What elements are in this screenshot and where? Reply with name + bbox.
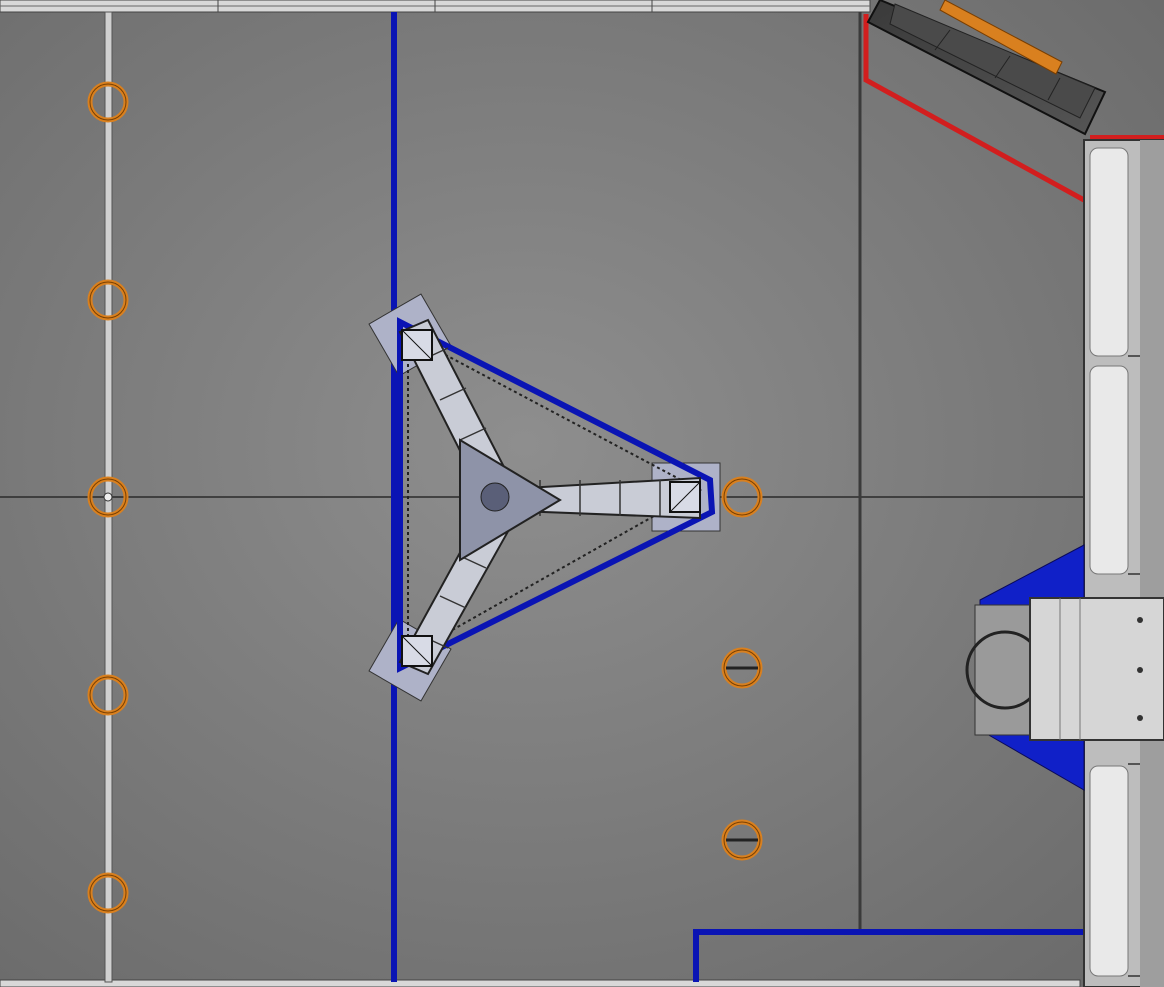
triangular-truss [368, 293, 721, 702]
ring-group-left [87, 81, 129, 914]
alliance-station [965, 544, 1164, 791]
ramp [866, 0, 1107, 136]
red-tape-line [863, 14, 1086, 203]
orange-ring-icon [721, 476, 763, 518]
orange-ring-icon [721, 819, 763, 861]
orange-ring-icon [87, 279, 129, 321]
right-wall [1083, 139, 1164, 987]
bottom-border-rail [0, 979, 1081, 987]
orange-ring-icon [721, 647, 763, 689]
ring-group-right [721, 476, 763, 861]
blue-tape-bottom-corner [693, 929, 1084, 982]
orange-ring-icon [87, 81, 129, 123]
orange-ring-icon [87, 872, 129, 914]
orange-ring-icon [87, 674, 129, 716]
orange-ring-icon [87, 476, 129, 518]
blue-tape-line-vertical [391, 12, 397, 982]
